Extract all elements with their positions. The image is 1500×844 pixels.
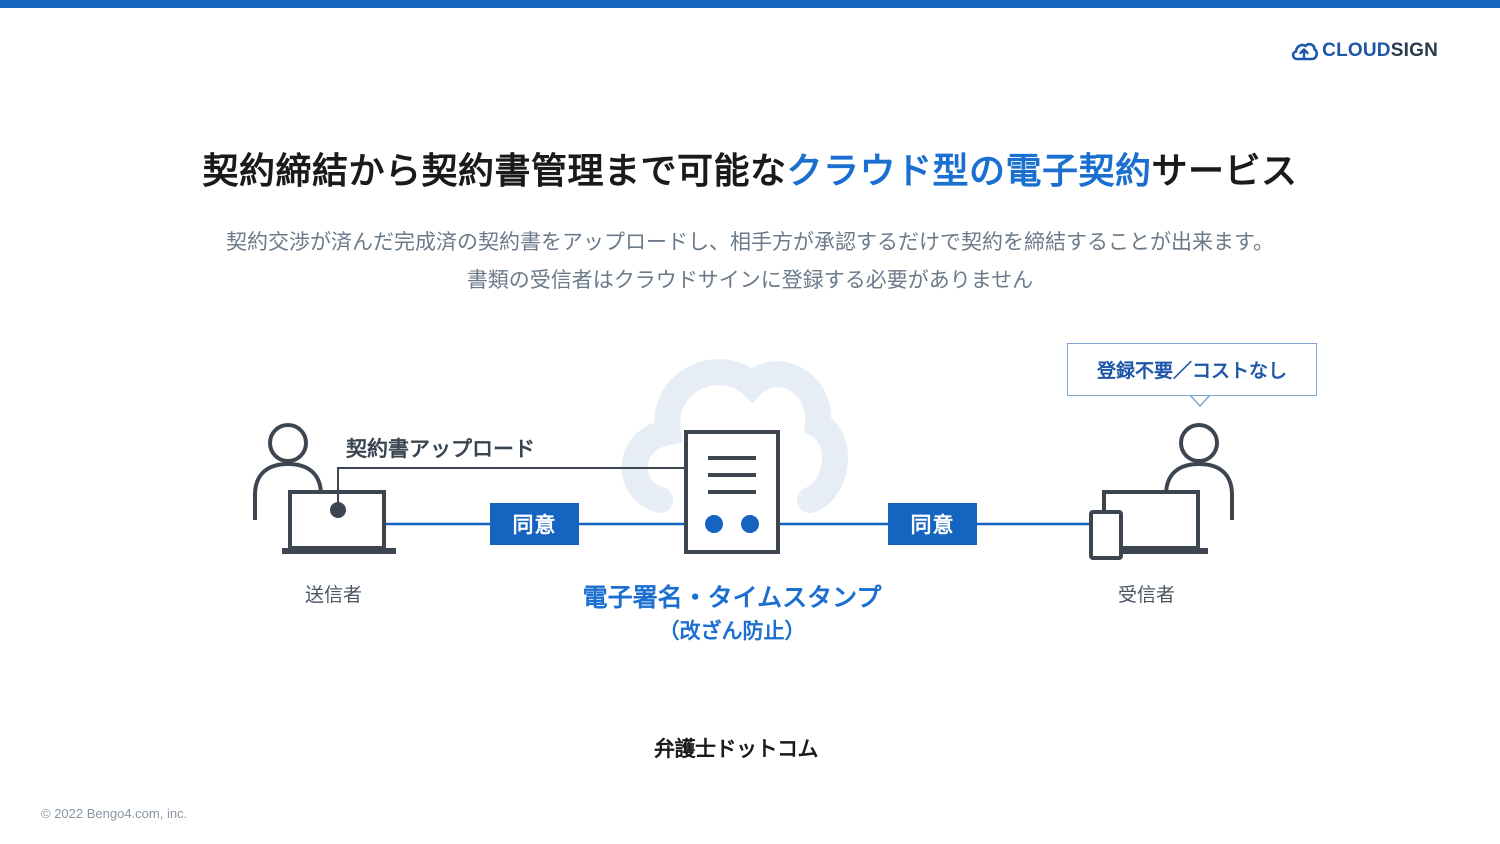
- subtitle-line2: 書類の受信者はクラウドサインに登録する必要がありません: [466, 268, 1034, 292]
- bubble-tail: [1189, 394, 1211, 408]
- title-accent: クラウド型の電子契約: [786, 151, 1152, 192]
- upload-label: 契約書アップロード: [346, 437, 535, 461]
- sender-label: 送信者: [305, 584, 363, 606]
- sender-person-icon: [253, 423, 323, 520]
- page-title: 契約締結から契約書管理まで可能なクラウド型の電子契約サービス: [0, 142, 1500, 194]
- bengo4-logo: 弁護士ドットコム: [654, 737, 819, 761]
- copyright: © 2022 Bengo4.com, inc.: [41, 806, 188, 821]
- cloud-upload-icon: [1291, 42, 1319, 61]
- signature-sublabel: （改ざん防止）: [658, 619, 806, 643]
- upload-connector: [337, 467, 686, 510]
- top-accent-bar: [0, 0, 1500, 8]
- brand-name: CLOUDSIGN: [1322, 40, 1438, 62]
- receiver-person-icon: [1164, 423, 1234, 520]
- title-part2: サービス: [1151, 151, 1298, 192]
- smartphone-icon: [1089, 510, 1123, 560]
- agree-badge-right: 同意: [888, 503, 977, 545]
- signature-label: 電子署名・タイムスタンプ: [582, 583, 882, 612]
- cloudsign-logo: CLOUDSIGN: [1290, 36, 1438, 66]
- receiver-label: 受信者: [1118, 584, 1176, 606]
- speech-bubble: 登録不要／コストなし: [1067, 343, 1317, 396]
- cloud-icon: [621, 359, 848, 513]
- agree-badge-left: 同意: [490, 503, 579, 545]
- title-part1: 契約締結から契約書管理まで可能な: [202, 151, 787, 192]
- document-icon: [684, 430, 780, 554]
- subtitle-line1: 契約交渉が済んだ完成済の契約書をアップロードし、相手方が承認するだけで契約を締結…: [226, 230, 1274, 254]
- brand-name-light: SIGN: [1390, 40, 1438, 61]
- brand-name-strong: CLOUD: [1322, 40, 1391, 61]
